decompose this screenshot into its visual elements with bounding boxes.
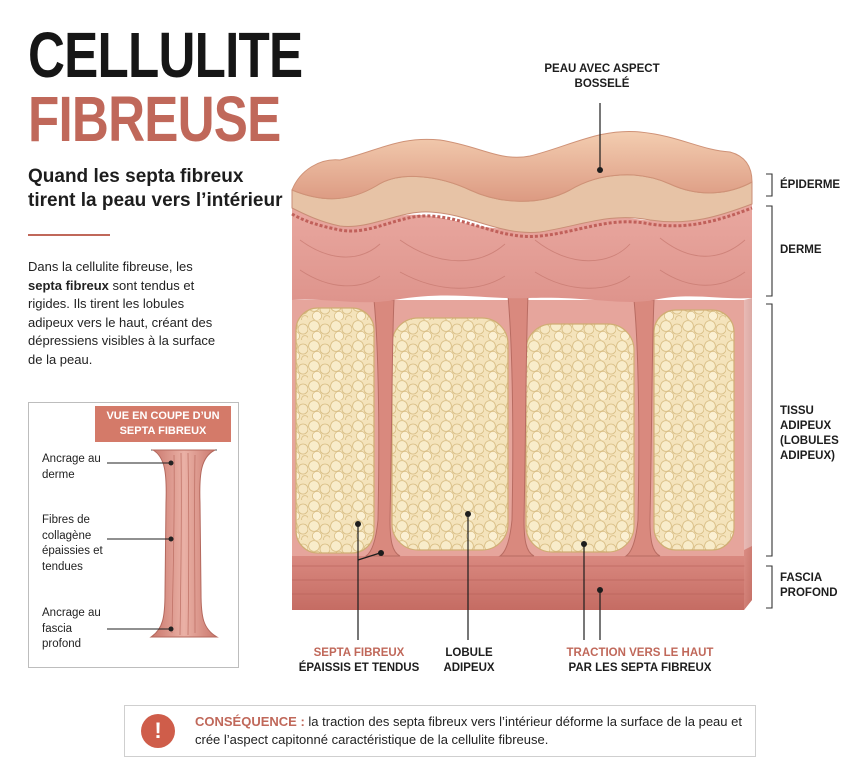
adipose-background <box>292 300 744 556</box>
intro-paragraph: Dans la cellulite fibreuse, les septa fi… <box>28 258 228 369</box>
consequence-heading: CONSÉQUENCE : <box>195 714 305 729</box>
septum-3 <box>624 299 661 557</box>
label-fascia: FASCIA PROFOND <box>780 572 838 599</box>
fascia-layer <box>292 546 752 610</box>
septum-cross-section-panel: VUE EN COUPE D’UN SEPTA FIBREUX Ancrage … <box>28 402 239 668</box>
dermis-layer <box>292 204 752 303</box>
consequence-text: CONSÉQUENCE : la traction des septa fibr… <box>195 713 750 749</box>
label-dermis-anchor: Ancrage au derme <box>42 453 101 481</box>
label-collagen-fibers: Fibres de collagène épaissies et tendues <box>42 514 103 573</box>
skin-surface-bumpy <box>291 130 753 202</box>
accent-divider <box>28 234 110 236</box>
intro-text-2: sont tendus et rigides. Ils tirent les l… <box>28 277 216 367</box>
fat-lobule-1 <box>295 307 375 554</box>
septum-1 <box>364 299 401 557</box>
papillary-line <box>291 206 753 238</box>
fat-lobule-4 <box>653 309 735 551</box>
label-lobule: LOBULE ADIPEUX <box>443 647 495 674</box>
label-dermis: DERME <box>780 244 822 256</box>
label-skin-surface: PEAU AVEC ASPECT BOSSELÉ <box>544 63 660 90</box>
subtitle: Quand les septa fibreux tirent la peau v… <box>28 166 283 211</box>
septum-illustration <box>107 449 219 638</box>
bracket-epidermis <box>766 173 773 197</box>
collagen-septum <box>149 449 219 638</box>
exclamation-circle-icon: ! <box>141 714 175 748</box>
label-epidermis: ÉPIDERME <box>780 179 841 191</box>
label-traction-detail: PAR LES SEPTA FIBREUX <box>568 662 712 674</box>
label-septa: SEPTA FIBREUX <box>313 647 405 659</box>
consequence-box: ! CONSÉQUENCE : la traction des septa fi… <box>124 705 756 757</box>
label-traction: TRACTION VERS LE HAUT <box>566 647 714 659</box>
fat-lobule-3 <box>525 323 635 553</box>
inset-header: VUE EN COUPE D’UN SEPTA FIBREUX <box>95 406 231 442</box>
fat-lobule-2 <box>391 317 509 551</box>
bracket-adipose <box>766 303 773 557</box>
label-septa-detail: ÉPAISSIS ET TENDUS <box>298 662 420 674</box>
bracket-dermis <box>766 205 773 297</box>
label-fascia-anchor: Ancrage au fascia profond <box>42 607 101 650</box>
epidermis-layer <box>291 174 753 233</box>
intro-bold: septa fibreux <box>28 277 109 293</box>
label-adipose: TISSU ADIPEUX (LOBULES ADIPEUX) <box>780 405 839 462</box>
bracket-fascia <box>766 565 773 609</box>
intro-text-1: Dans la cellulite fibreuse, les <box>28 259 193 274</box>
consequence-body: la traction des septa fibreux vers l’int… <box>195 714 742 747</box>
title-line-2: FIBREUSE <box>28 83 281 155</box>
title-line-1: CELLULITE <box>28 19 303 91</box>
septum-2 <box>498 295 535 557</box>
